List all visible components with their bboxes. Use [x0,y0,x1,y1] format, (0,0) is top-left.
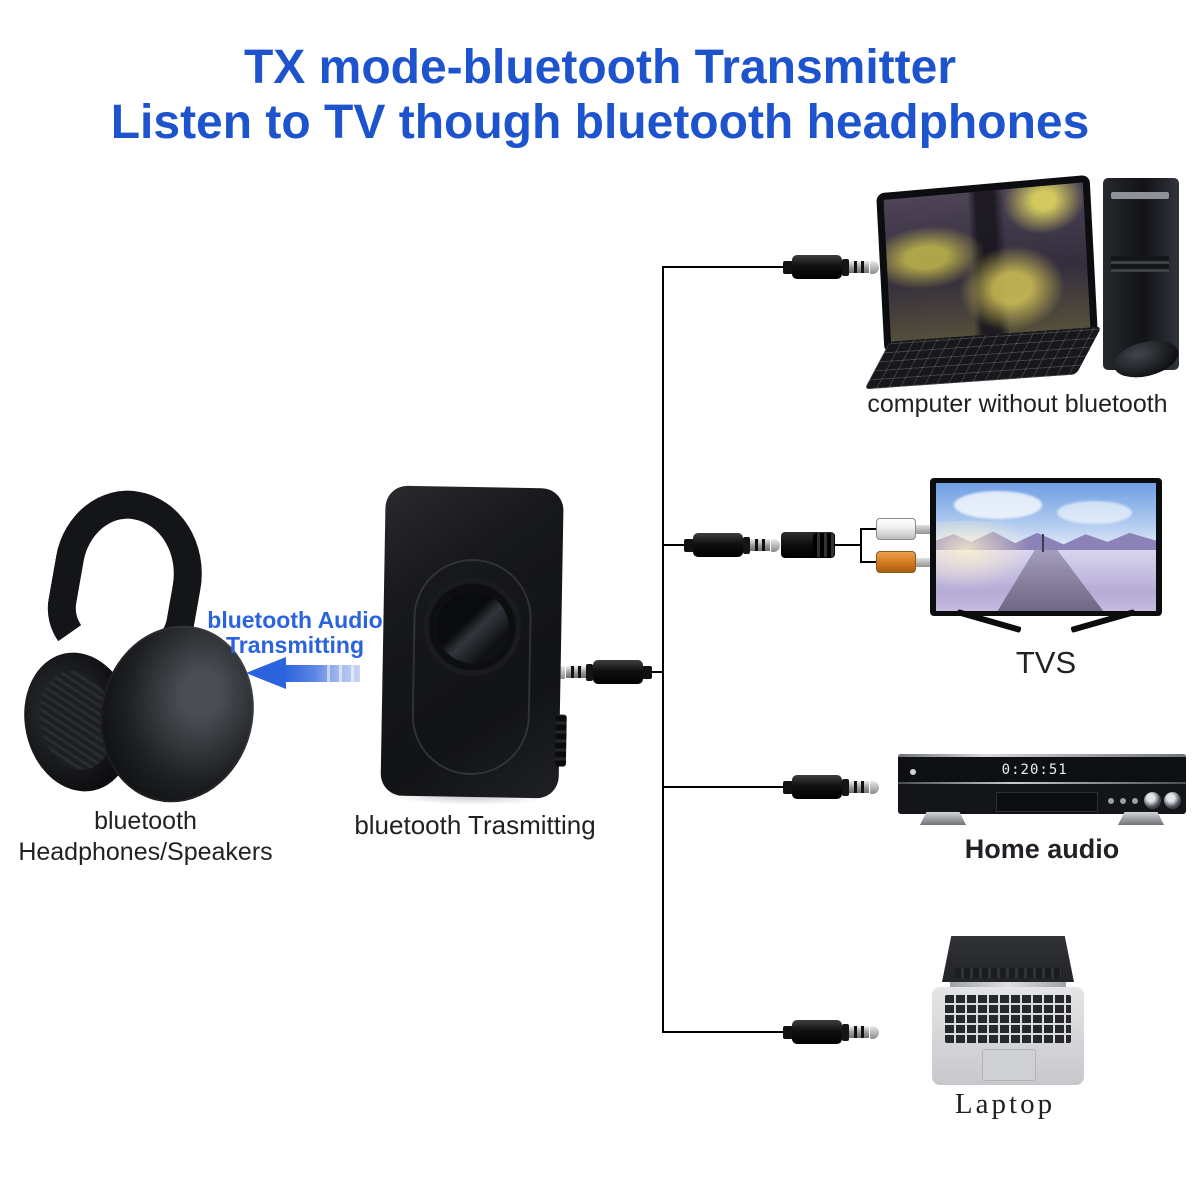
cable-rca-arm-bottom [860,561,878,563]
disc-tray [996,792,1098,812]
rca-tip [916,557,932,567]
jack-tip [870,260,879,274]
jack-tip [771,538,780,552]
page-title: TX mode-bluetooth Transmitter Listen to … [0,40,1200,150]
jack-collar [842,258,849,276]
home-audio-top-edge [898,754,1186,757]
jack-tip [870,780,879,794]
home-audio-body: 0:20:51 [898,754,1186,814]
cable-branch-transmitter [648,671,664,673]
rca-plug-white-icon [876,517,932,541]
title-line-1: TX mode-bluetooth Transmitter [243,41,957,94]
cable-branch-laptop [662,1031,784,1033]
cable-rca-bracket [860,528,862,563]
headphones-label-line-2: Headphones/Speakers [18,838,273,866]
laptop-lid [942,936,1074,982]
jack-strain [783,1025,793,1039]
laptop-label: Laptop [954,1088,1056,1120]
rca-plug-orange-icon [876,550,932,574]
aux-jack-icon [783,773,879,801]
arrow-caption-line-1: bluetooth Audio [207,607,383,633]
computer-screen [883,182,1091,346]
power-led [910,769,916,775]
home-audio-foot [920,812,966,825]
aux-jack-icon [783,253,879,281]
jack-shaft [849,261,869,273]
left-arrow-icon [246,657,364,689]
cable-branch-tv [662,544,686,546]
jack-body [792,255,842,279]
laptop-trackpad [982,1049,1036,1081]
home-audio-button [1132,798,1138,804]
tv-frame [930,478,1162,616]
aux-jack-icon [556,658,652,686]
tv-label: TVS [1015,645,1077,680]
transmitter-side-switch [554,714,567,767]
arrow-head [246,657,286,689]
cable-branch-computer [662,266,784,268]
aux-jack-icon [783,1018,879,1046]
cable-tv-lead [835,544,862,546]
arrow-caption-line-2: Transmitting [225,632,364,658]
jack-strain [684,538,694,552]
computer-monitor [876,174,1098,354]
home-audio-display: 0:20:51 [898,757,1186,782]
home-audio-image: 0:20:51 [898,748,1186,833]
jack-body [792,775,842,799]
home-audio-divider [898,782,1186,784]
tv-screen [936,483,1156,611]
jack-shaft [849,1026,869,1038]
home-audio-display-text: 0:20:51 [1001,762,1068,778]
jack-shaft [566,666,586,678]
jack-strain [783,780,793,794]
headphones-label-line-1: bluetooth [94,807,197,835]
cable-rca-arm-top [860,528,878,530]
home-audio-knob [1144,792,1161,809]
jack-shaft [849,781,869,793]
rca-tip [916,524,932,534]
laptop-hinge [950,982,1066,987]
headphones-label: bluetooth Headphones/Speakers [8,806,283,868]
laptop-image [932,936,1084,1088]
transmitter-body [380,485,567,799]
jack-collar [743,536,750,554]
cable-trunk [662,266,664,1033]
bluetooth-transmitter-image [380,485,567,808]
jack-collar [586,663,593,681]
tv-scene-cloud [1057,500,1132,524]
aux-jack-icon [684,531,780,559]
arrow-caption: bluetooth Audio Transmitting [175,608,415,658]
jack-strain [783,260,793,274]
laptop-body [932,987,1084,1085]
home-audio-foot [1118,812,1164,825]
title-line-2: Listen to TV though bluetooth headphones [110,96,1090,149]
jack-coupler-icon [781,532,835,558]
desktop-computer-image [864,172,1195,397]
tv-scene-cloud [953,490,1042,519]
home-audio-button [1120,798,1126,804]
tv-image [930,478,1162,648]
jack-collar [842,1023,849,1041]
home-audio-knob [1164,792,1181,809]
home-audio-label: Home audio [964,834,1120,864]
rca-body [876,551,916,573]
jack-shaft [750,539,770,551]
computer-label: computer without bluetooth [867,390,1168,418]
laptop-keyboard [945,995,1071,1043]
computer-tower [1103,178,1179,370]
transmitter-label: bluetooth Trasmitting [354,810,596,840]
jack-body [593,660,643,684]
arrow-shaft [284,665,360,682]
home-audio-button [1108,798,1114,804]
jack-body [693,533,743,557]
cable-branch-home-audio [662,786,784,788]
jack-body [792,1020,842,1044]
tv-scene-ladder [1041,534,1044,553]
jack-collar [842,778,849,796]
jack-tip [870,1025,879,1039]
rca-body [876,518,916,540]
jack-strain [642,665,652,679]
